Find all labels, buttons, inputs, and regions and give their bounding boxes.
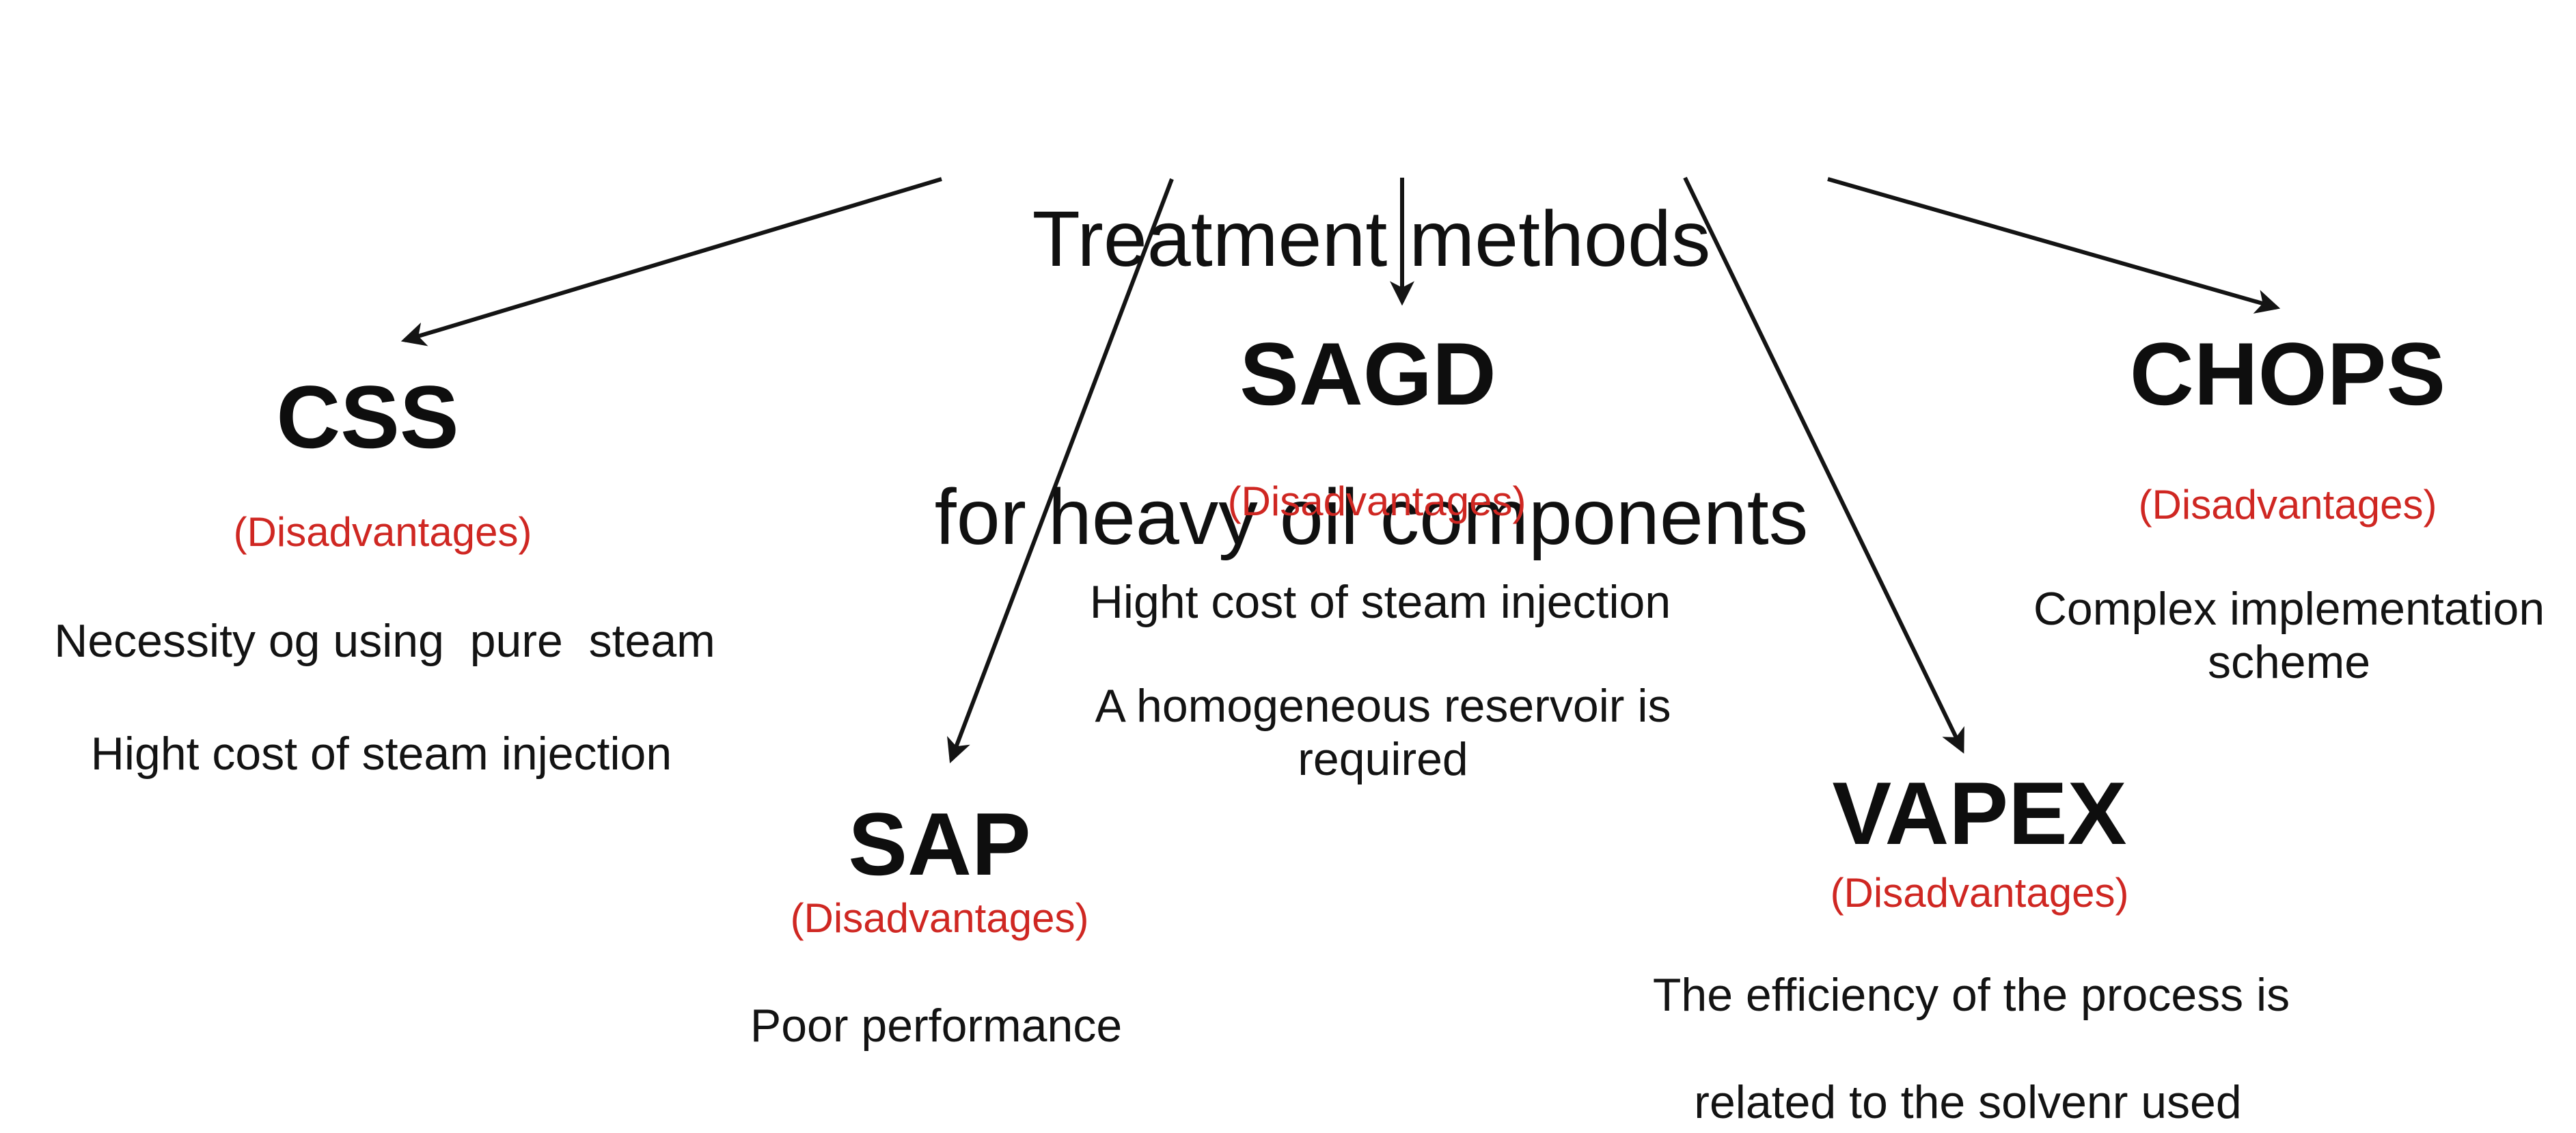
disadvantage-item: Necessity og using pure steam (54, 615, 715, 667)
disadvantages-label-chops: (Disadvantages) (2138, 482, 2437, 528)
diagram-title: Treatment methods for heavy oil componen… (935, 8, 1808, 750)
method-title-vapex: VAPEX (1832, 763, 2127, 863)
method-title-sap: SAP (848, 794, 1031, 894)
method-title-sagd: SAGD (1239, 324, 1496, 424)
disadvantage-item: A homogeneous reservoir is required (1095, 680, 1684, 786)
method-title-css: CSS (276, 367, 459, 467)
disadvantages-label-sagd: (Disadvantages) (1227, 478, 1526, 524)
arrow-title-to-chops (1827, 177, 2281, 314)
disadvantage-item: Poor performance (750, 1000, 1123, 1052)
arrow-title-to-css (400, 177, 942, 346)
disadvantage-item: The efficiency of the process is (1652, 969, 2290, 1021)
disadvantage-item: Hight cost of steam injection (90, 728, 672, 780)
disadvantage-item: Hight cost of steam injection (1089, 576, 1671, 628)
disadvantages-label-vapex: (Disadvantages) (1830, 870, 2129, 916)
diagram-title-line1: Treatment methods (1032, 195, 1711, 284)
disadvantages-label-css: (Disadvantages) (233, 509, 532, 555)
disadvantage-item: related to the solvenr used (1694, 1076, 2242, 1128)
disadvantage-item: Complex implementation scheme (2033, 583, 2558, 689)
diagram-title-line2: for heavy oil components (934, 474, 1809, 562)
disadvantages-label-sap: (Disadvantages) (790, 895, 1089, 941)
method-title-chops: CHOPS (2129, 324, 2446, 424)
